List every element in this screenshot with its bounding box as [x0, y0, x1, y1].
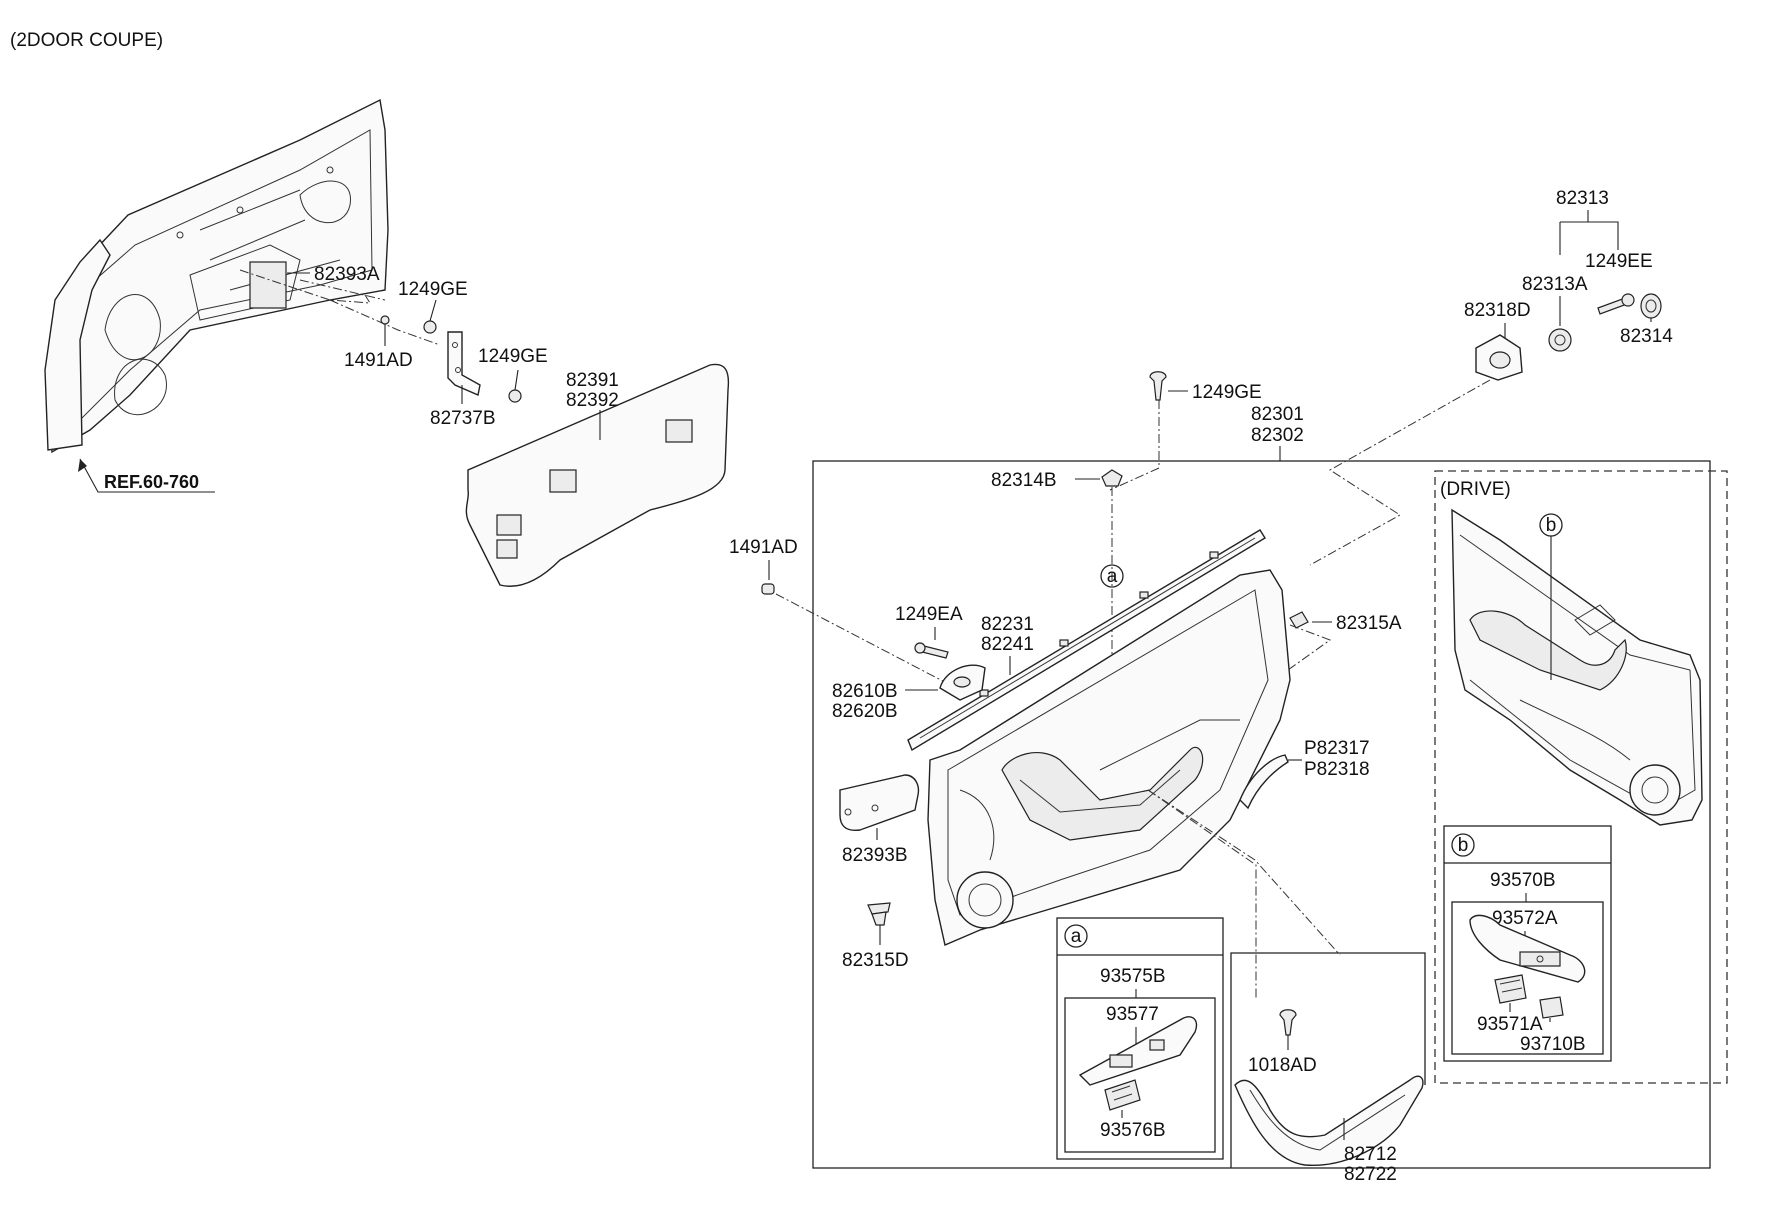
callout-a-door-text: a — [1107, 566, 1118, 587]
label-93576b: 93576B — [1100, 1120, 1166, 1141]
label-93572a: 93572A — [1492, 908, 1558, 929]
bracket-82737b — [447, 331, 481, 396]
label-82231: 82231 — [981, 614, 1034, 635]
switch-assembly-box-b — [1451, 901, 1604, 1055]
trim-strip-82231 — [907, 529, 1266, 752]
label-82313: 82313 — [1556, 188, 1609, 209]
label-1249ge-mid: 1249GE — [478, 346, 548, 367]
label-82314: 82314 — [1620, 326, 1673, 347]
detail-a-box — [1056, 917, 1224, 1160]
cap-82313a — [1548, 328, 1572, 352]
drive-door-trim — [1451, 508, 1703, 826]
label-93575b: 93575B — [1100, 966, 1166, 987]
bolt-1249ge-mid — [508, 369, 522, 403]
clip-1491ad-right — [761, 583, 775, 595]
label-82313a: 82313A — [1522, 274, 1588, 295]
ref-label: REF.60-760 — [104, 472, 199, 492]
clip-82314b — [1101, 469, 1123, 487]
variant-title: (2DOOR COUPE) — [10, 30, 163, 51]
screw-1249ge-right — [1149, 371, 1167, 401]
label-1249ge-right: 1249GE — [1192, 382, 1262, 403]
label-82392: 82392 — [566, 390, 619, 411]
drive-title: (DRIVE) — [1440, 479, 1511, 500]
label-82318d: 82318D — [1464, 300, 1531, 321]
label-82314b: 82314B — [991, 470, 1057, 491]
pad-82393b — [839, 774, 920, 832]
label-82315a: 82315A — [1336, 613, 1402, 634]
label-1249ea: 1249EA — [895, 604, 963, 625]
label-82315d: 82315D — [842, 950, 909, 971]
label-1491ad-right: 1491AD — [729, 537, 798, 558]
sound-pad-82391 — [465, 363, 730, 587]
bezel-82318d — [1475, 334, 1523, 381]
door-trim-panel — [927, 569, 1291, 946]
label-82302: 82302 — [1251, 425, 1304, 446]
label-82737b: 82737B — [430, 408, 496, 429]
label-1249ge-top: 1249GE — [398, 279, 468, 300]
trim-piece-p82317 — [1239, 754, 1289, 810]
label-82391: 82391 — [566, 370, 619, 391]
label-82610b: 82610B — [832, 681, 898, 702]
screw-1249ee — [1597, 293, 1635, 315]
label-82620b: 82620B — [832, 701, 898, 722]
handle-82610b — [939, 664, 986, 701]
drive-detail-box — [1434, 470, 1728, 1084]
switch-93576b — [1104, 1079, 1141, 1111]
label-82393a: 82393A — [314, 264, 380, 285]
label-1491ad-left: 1491AD — [344, 350, 413, 371]
label-82241: 82241 — [981, 634, 1034, 655]
label-82712: 82712 — [1344, 1144, 1397, 1165]
assembly-box — [812, 460, 1711, 1169]
garnish-82712 — [1234, 1075, 1424, 1167]
label-93710b: 93710B — [1520, 1034, 1586, 1055]
screw-1018ad — [1279, 1009, 1297, 1036]
label-p82317: P82317 — [1304, 738, 1370, 759]
label-82722: 82722 — [1344, 1164, 1397, 1185]
washer-82314 — [1640, 293, 1662, 319]
label-1018ad: 1018AD — [1248, 1055, 1317, 1076]
switch-panel-93577 — [1078, 1016, 1198, 1086]
label-82393b: 82393B — [842, 845, 908, 866]
screw-1249ea — [914, 642, 949, 659]
label-82301: 82301 — [1251, 404, 1304, 425]
switch-panel-93572a — [1469, 914, 1586, 983]
switch-93710b — [1539, 996, 1564, 1019]
clip-1491ad-left — [380, 315, 390, 325]
callout-b-drive-text: b — [1546, 515, 1557, 536]
label-93570b: 93570B — [1490, 870, 1556, 891]
callout-a-detail — [1064, 924, 1088, 948]
clip-82315d — [867, 902, 891, 926]
switch-assembly-box-a — [1064, 997, 1216, 1153]
callout-b-detail — [1451, 833, 1475, 857]
callout-b-detail-text: b — [1458, 835, 1469, 856]
garnish-box — [1230, 952, 1426, 1168]
label-1249ee: 1249EE — [1585, 251, 1653, 272]
callout-a-door — [1100, 564, 1124, 588]
callout-a-detail-text: a — [1071, 926, 1082, 947]
label-93577: 93577 — [1106, 1004, 1159, 1025]
door-inner-panel — [44, 98, 389, 454]
label-p82318: P82318 — [1304, 759, 1370, 780]
detail-b-box — [1443, 825, 1612, 1062]
bolt-1249ge-top — [423, 299, 437, 334]
clip-82315a — [1289, 611, 1309, 629]
switch-93571a — [1494, 974, 1527, 1004]
label-93571a: 93571A — [1477, 1014, 1543, 1035]
